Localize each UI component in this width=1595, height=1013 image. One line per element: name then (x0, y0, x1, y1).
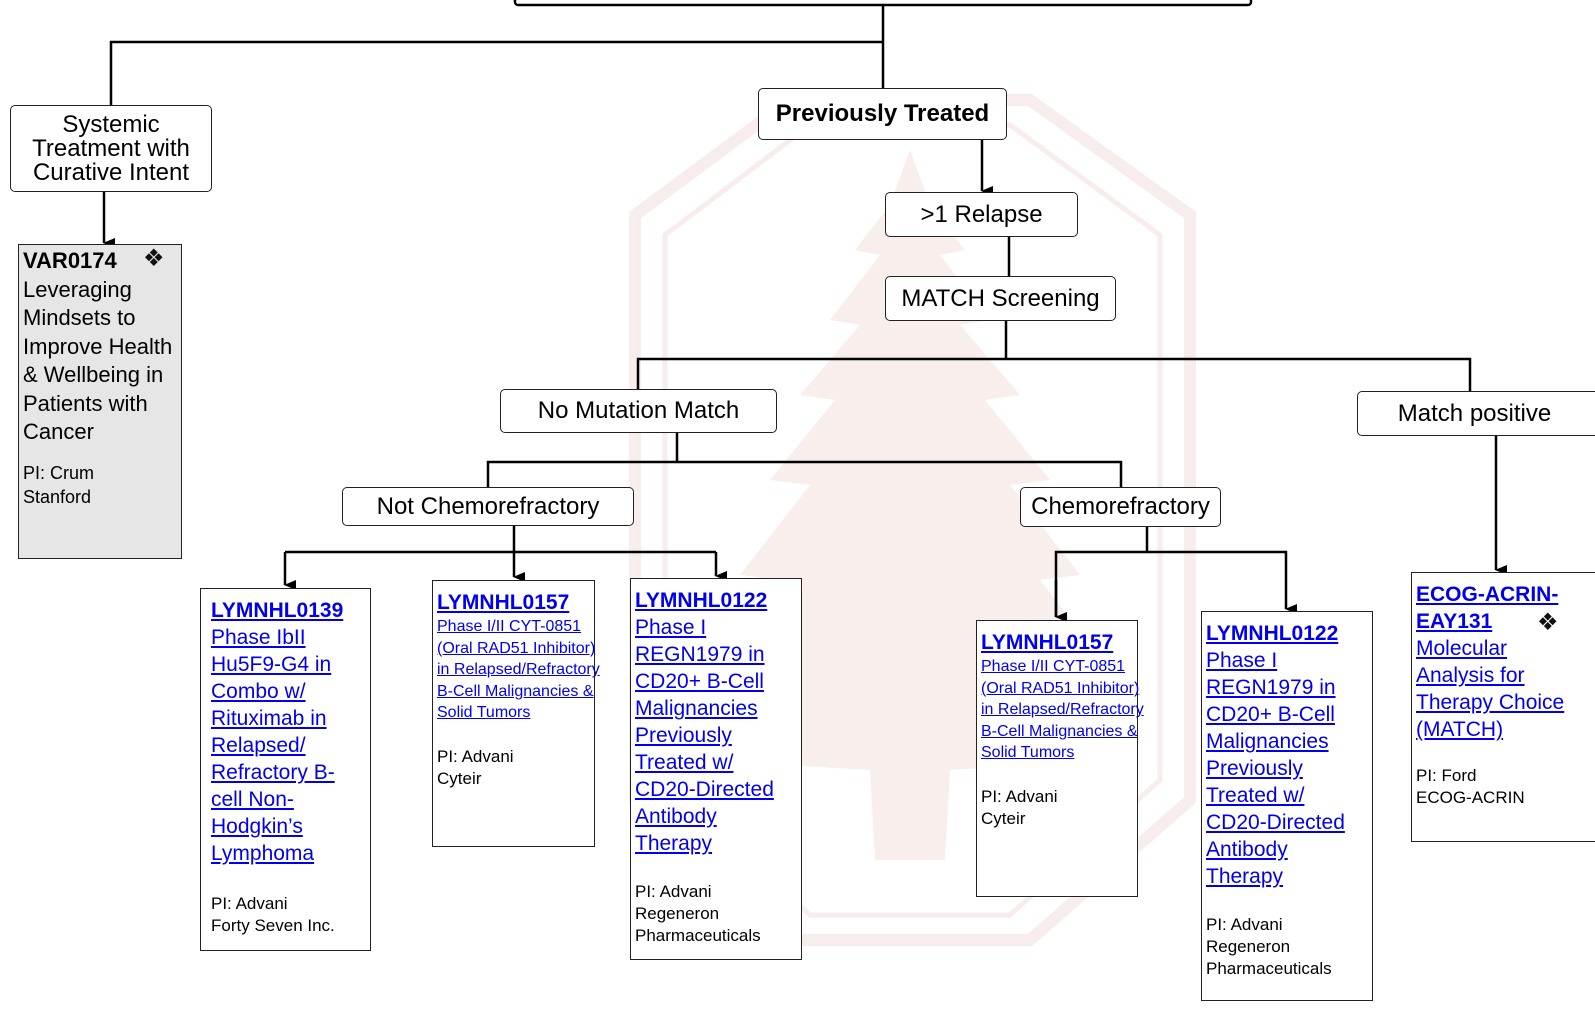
previously-treated-label: Previously Treated (775, 100, 990, 127)
trial-sponsor: Cyteir (981, 808, 1026, 828)
diamond-marker-icon: ❖ (143, 245, 165, 272)
trial-pi-name: PI: Advani (981, 786, 1058, 806)
match-positive-node: Match positive (1357, 391, 1595, 436)
match-screening-node: MATCH Screening (885, 276, 1116, 321)
trial-pi: PI: Advani Forty Seven Inc. (211, 893, 366, 937)
trial-title-link[interactable]: Phase I/II CYT-0851 (Oral RAD51 Inhibito… (437, 618, 600, 722)
trial-pi-name: PI: Advani (211, 894, 288, 913)
trial-sponsor: Cyteir (437, 768, 482, 788)
trial-id-link[interactable]: LYMNHL0157 (981, 631, 1114, 654)
no-mutation-match-label: No Mutation Match (537, 397, 740, 424)
trial-card-lymnhl0122-chemo: LYMNHL0122 Phase I REGN1979 in CD20+ B-C… (1201, 611, 1373, 1001)
trial-pi-name: PI: Advani (635, 882, 712, 901)
systemic-treatment-label: Systemic Treatment with Curative Intent (32, 110, 190, 186)
trial-id-link[interactable]: LYMNHL0122 (635, 589, 768, 612)
trial-card-lymnhl0157: LYMNHL0157 Phase I/II CYT-0851 (Oral RAD… (432, 580, 600, 847)
relapse-node: >1 Relapse (885, 192, 1078, 237)
trial-id-link[interactable]: ECOG-ACRIN-EAY131 (1416, 583, 1559, 633)
trial-card-lymnhl0157-chemo: LYMNHL0157 Phase I/II CYT-0851 (Oral RAD… (976, 620, 1144, 897)
trial-pi-name: PI: Crum (23, 462, 95, 483)
trial-title-link[interactable]: Phase IbII Hu5F9-G4 in Combo w/ Rituxima… (211, 626, 335, 865)
trial-pi-name: PI: Advani (437, 746, 514, 766)
trial-sponsor: Regeneron Pharmaceuticals (635, 904, 761, 945)
trial-pi: PI: Advani Regeneron Pharmaceuticals (1206, 914, 1370, 980)
trial-pi: PI: Advani Cyteir (981, 786, 1137, 830)
trial-sponsor: Stanford (23, 486, 92, 507)
trial-pi-name: PI: Advani (1206, 915, 1283, 934)
trial-sponsor: Forty Seven Inc. (211, 916, 335, 935)
systemic-treatment-node: Systemic Treatment with Curative Intent (10, 105, 212, 192)
trial-pi: PI: Ford ECOG-ACRIN (1416, 765, 1595, 809)
diamond-marker-icon: ❖ (1537, 609, 1559, 636)
trial-card-eay131: ECOG-ACRIN-EAY131 Molecular Analysis for… (1411, 572, 1595, 842)
previously-treated-node: Previously Treated (758, 88, 1007, 140)
trial-title: Leveraging Mindsets to Improve Health & … (23, 276, 173, 445)
trial-pi: PI: Advani Cyteir (437, 746, 594, 790)
chemorefractory-label: Chemorefractory (1031, 493, 1210, 520)
match-positive-label: Match positive (1397, 399, 1552, 427)
trial-id: VAR0174 (23, 248, 117, 273)
chemorefractory-node: Chemorefractory (1020, 487, 1221, 527)
trial-title-link[interactable]: Molecular Analysis for Therapy Choice (M… (1416, 637, 1565, 741)
trial-card-lymnhl0139: LYMNHL0139 Phase IbII Hu5F9-G4 in Combo … (200, 588, 371, 951)
trial-id-link[interactable]: LYMNHL0139 (211, 599, 344, 622)
trial-pi: PI: Advani Regeneron Pharmaceuticals (635, 881, 799, 947)
trial-card-lymnhl0122: LYMNHL0122 Phase I REGN1979 in CD20+ B-C… (630, 578, 802, 960)
trial-id-link[interactable]: LYMNHL0122 (1206, 622, 1339, 645)
trial-id-link[interactable]: LYMNHL0157 (437, 591, 570, 614)
trial-title-link[interactable]: Phase I/II CYT-0851 (Oral RAD51 Inhibito… (981, 658, 1144, 762)
trial-pi: PI: Crum Stanford (23, 461, 177, 509)
trial-sponsor: ECOG-ACRIN (1416, 788, 1525, 807)
trial-title-link[interactable]: Phase I REGN1979 in CD20+ B-Cell Maligna… (1206, 649, 1345, 888)
trial-card-var0174: VAR0174 Leveraging Mindsets to Improve H… (18, 244, 182, 559)
trial-sponsor: Regeneron Pharmaceuticals (1206, 937, 1332, 978)
no-mutation-match-node: No Mutation Match (500, 389, 777, 433)
trial-pi-name: PI: Ford (1416, 766, 1477, 785)
not-chemorefractory-label: Not Chemorefractory (376, 492, 600, 520)
not-chemorefractory-node: Not Chemorefractory (342, 487, 634, 526)
match-screening-label: MATCH Screening (901, 284, 1100, 312)
relapse-label: >1 Relapse (920, 200, 1043, 228)
trial-title-link[interactable]: Phase I REGN1979 in CD20+ B-Cell Maligna… (635, 616, 774, 855)
